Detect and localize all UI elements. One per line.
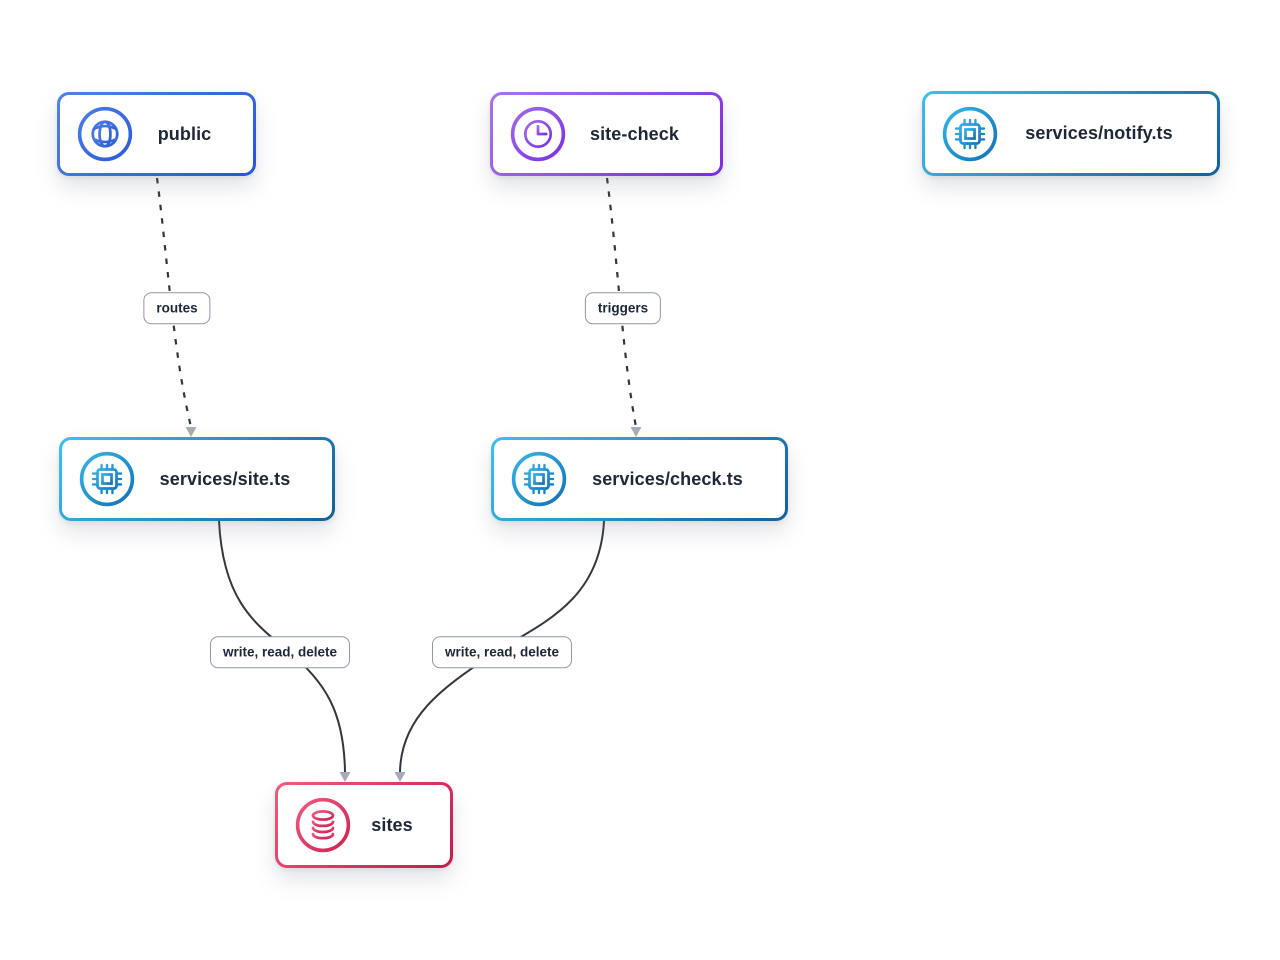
node-label: public (157, 123, 212, 144)
edge-label-routes: routes (143, 292, 211, 324)
edge-label-write-read-delete: write, read, delete (209, 636, 351, 668)
node-sites-body: sites (278, 785, 450, 865)
node-label: services/check.ts (592, 468, 743, 489)
globe-icon (76, 105, 134, 163)
arrowhead-icon (394, 772, 406, 782)
edge-public-to-site (155, 177, 193, 428)
node-public-body: public (60, 95, 253, 173)
chip-icon (510, 450, 568, 508)
arrowhead-icon (630, 427, 642, 437)
clock-icon (509, 105, 567, 163)
arrowhead-icon (339, 772, 351, 782)
chip-icon (78, 450, 136, 508)
node-label: services/notify.ts (1025, 123, 1173, 143)
node-services-site[interactable]: services/site.ts (59, 437, 335, 521)
edge-label-triggers: triggers (584, 292, 662, 324)
edge-sitecheck-to-check (605, 177, 638, 428)
arrowhead-icon (185, 427, 197, 437)
node-sites[interactable]: sites (275, 782, 453, 868)
node-site-check[interactable]: site-check (490, 92, 723, 176)
edge-label-write-read-delete: write, read, delete (431, 636, 573, 668)
database-icon (294, 796, 352, 854)
node-services-check-body: services/check.ts (494, 440, 785, 518)
node-services-notify-body: services/notify.ts (925, 94, 1217, 173)
chip-icon (941, 105, 999, 163)
node-label: site-check (589, 123, 680, 144)
node-label: services/site.ts (159, 468, 291, 489)
node-site-check-body: site-check (493, 95, 720, 173)
node-services-notify[interactable]: services/notify.ts (922, 91, 1220, 176)
node-public[interactable]: public (57, 92, 256, 176)
node-services-site-body: services/site.ts (62, 440, 332, 518)
node-label: sites (371, 814, 413, 835)
node-services-check[interactable]: services/check.ts (491, 437, 788, 521)
